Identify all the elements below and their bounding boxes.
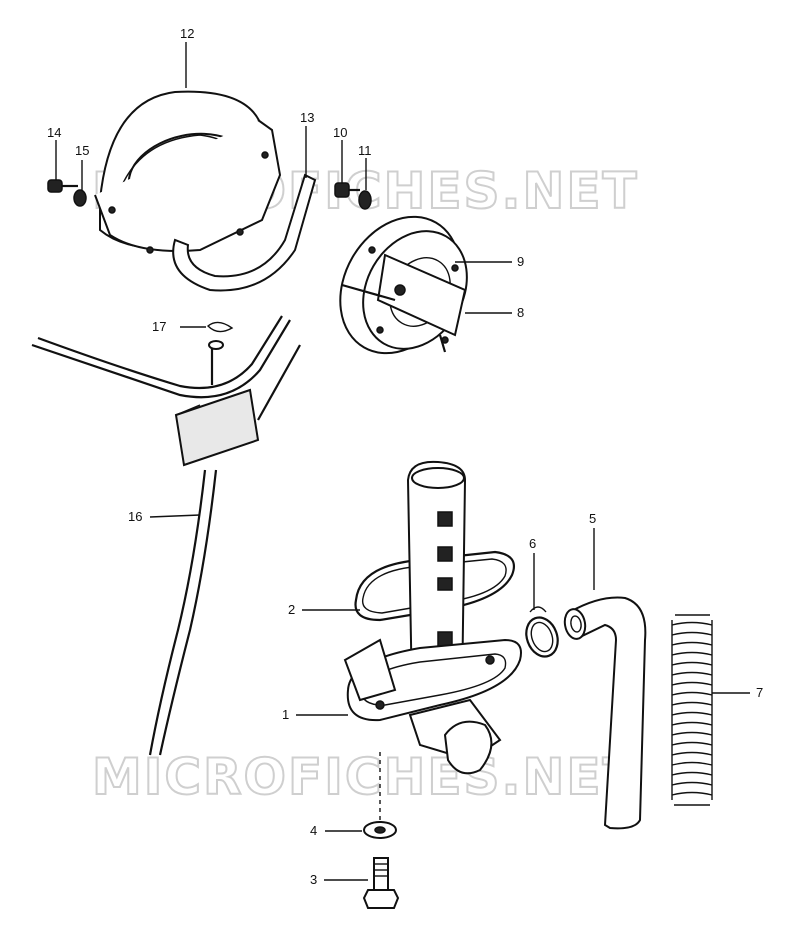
callout-2: 2: [288, 602, 295, 617]
callout-3: 3: [310, 872, 317, 887]
part-13-strip: [172, 173, 317, 292]
callout-17: 17: [152, 319, 166, 334]
part-6-clamp: [525, 606, 559, 658]
part-8-sender-unit: [341, 253, 467, 353]
part-7-spring: [671, 614, 713, 806]
part-16-tube: [31, 315, 301, 756]
callout-16: 16: [128, 509, 142, 524]
part-5-hose: [563, 596, 647, 830]
part-10-screw: [334, 182, 360, 198]
callout-6: 6: [529, 536, 536, 551]
callout-12: 12: [180, 26, 194, 41]
leader-lines: [55, 42, 750, 881]
part-2-oring: [354, 550, 516, 622]
part-1-fuel-cock: [343, 460, 522, 775]
callout-14: 14: [47, 125, 61, 140]
part-11-nut: [358, 190, 372, 210]
callout-7: 7: [756, 685, 763, 700]
watermark-bottom: MICROFICHES.NET: [92, 748, 639, 806]
callout-11: 11: [358, 143, 372, 158]
part-17-clip: [206, 321, 234, 333]
callout-4: 4: [310, 823, 317, 838]
part-4-washer: [363, 821, 397, 839]
part-12-cover: [94, 90, 282, 254]
callout-10: 10: [333, 125, 347, 140]
callout-15: 15: [75, 143, 89, 158]
callout-9: 9: [517, 254, 524, 269]
part-3-bolt: [362, 857, 400, 909]
callout-13: 13: [300, 110, 314, 125]
part-15-washer: [73, 189, 87, 207]
callout-8: 8: [517, 305, 524, 320]
callout-1: 1: [282, 707, 289, 722]
callout-5: 5: [589, 511, 596, 526]
part-14-screw: [47, 179, 78, 193]
